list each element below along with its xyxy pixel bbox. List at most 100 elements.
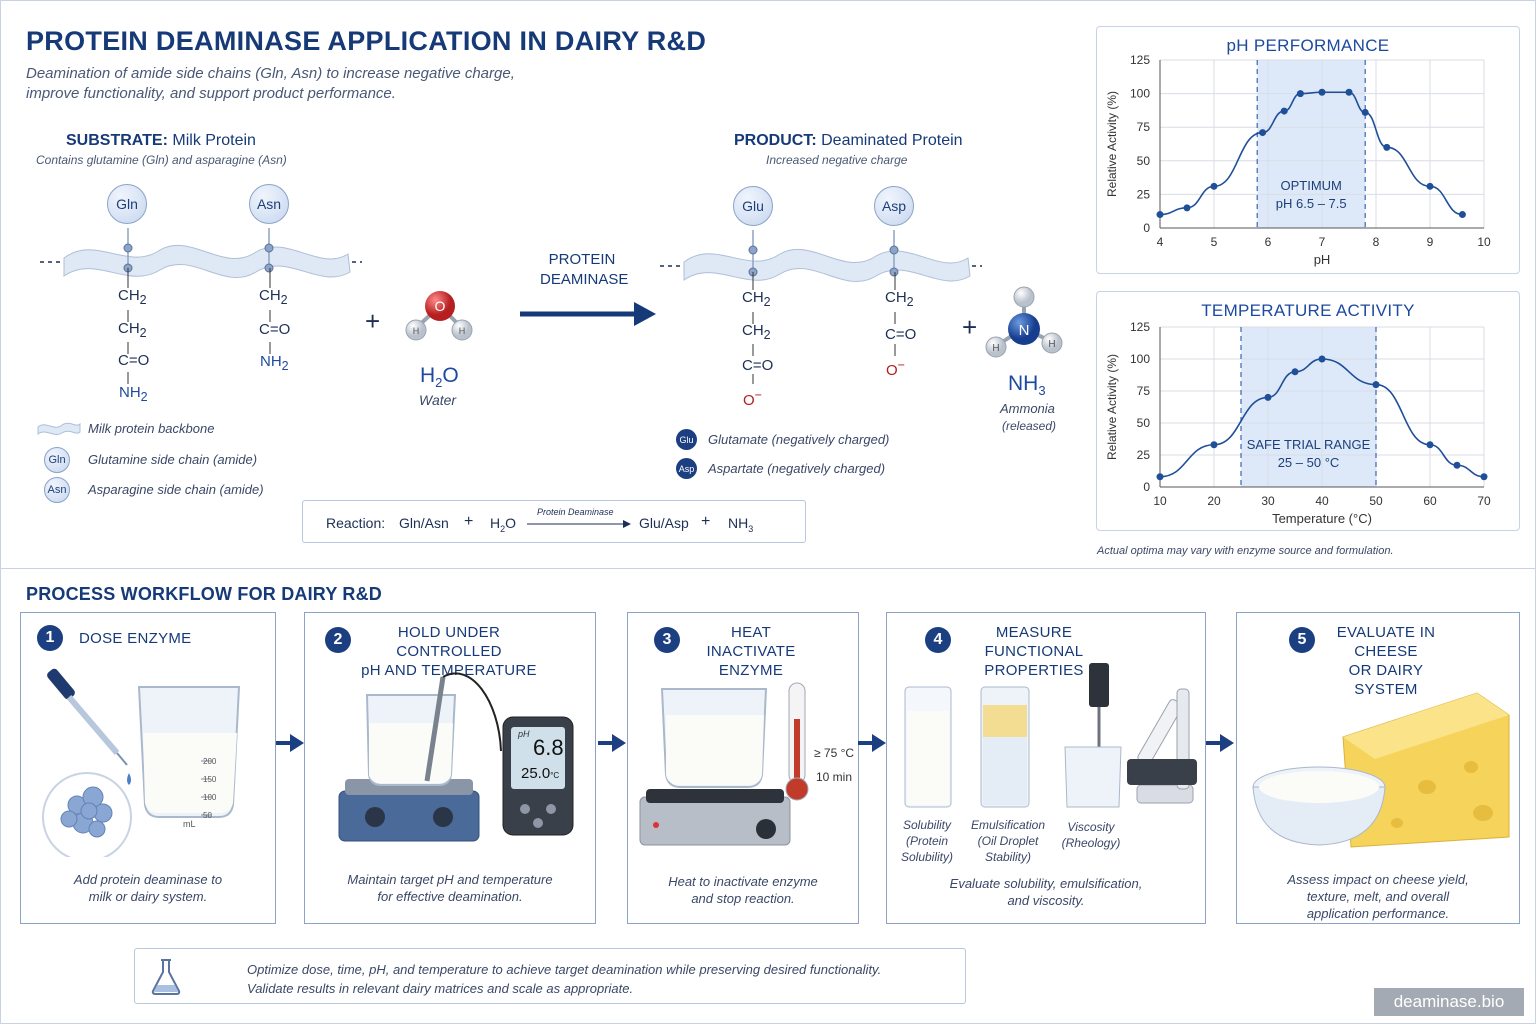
ph-xtick-1: 5 xyxy=(1211,235,1218,249)
ph-xtick-0: 4 xyxy=(1157,235,1164,249)
note-line-1: Optimize dose, time, pH, and temperature… xyxy=(247,962,882,977)
beaker-graduations: 200 150 100 50 xyxy=(203,753,216,825)
temp-point-5 xyxy=(1372,381,1380,389)
ph-chart-title: pH PERFORMANCE xyxy=(1226,36,1390,55)
meter-ph-label: pH xyxy=(518,729,530,739)
product-note: Increased negative charge xyxy=(766,153,908,167)
ammonia-name: Ammonia xyxy=(1000,401,1055,416)
asn-amide-sub: 2 xyxy=(281,359,289,373)
legend-asn: Asparagine side chain (amide) xyxy=(88,482,264,497)
temp-point-6 xyxy=(1426,441,1434,449)
reaction-products: Glu/Asp xyxy=(639,515,689,531)
temp-ytick-5: 125 xyxy=(1130,320,1150,334)
ph-point-10 xyxy=(1426,182,1434,190)
reaction-water: H2O xyxy=(490,515,516,534)
watermark: deaminase.bio xyxy=(1374,988,1524,1016)
step-4-title-line-2: PROPERTIES xyxy=(984,662,1084,679)
step-2-title-line-1: HOLD UNDER CONTROLLED xyxy=(396,624,502,660)
temp-xtick-2: 30 xyxy=(1261,494,1275,508)
section-divider xyxy=(0,568,1536,569)
substrate-name: Milk Protein xyxy=(172,132,256,149)
ph-ytick-1: 25 xyxy=(1137,187,1151,201)
subtitle-line-2: improve functionality, and support produ… xyxy=(26,85,396,102)
backbone-legend-icon xyxy=(37,422,81,435)
reaction-equation-box: Reaction: Gln/Asn + H2O Protein Deaminas… xyxy=(302,500,806,543)
enzyme-label-line-1: PROTEIN xyxy=(548,251,616,268)
asn-amide: NH2 xyxy=(260,353,289,373)
water-o-atom: O xyxy=(435,298,446,314)
step-3-description: Heat to inactivate enzyme and stop react… xyxy=(628,873,858,907)
page-title: PROTEIN DEAMINASE APPLICATION IN DAIRY R… xyxy=(26,26,707,56)
measurement-instruments-icon xyxy=(904,663,1197,808)
asn-residue: Asn xyxy=(249,184,289,224)
ammonia-h-atom-2: H xyxy=(1048,339,1055,350)
substrate-heading: SUBSTRATE: Milk Protein xyxy=(66,132,256,150)
enzyme-label-line-2: DEAMINASE xyxy=(540,271,629,288)
water-formula-o: O xyxy=(442,364,459,387)
ph-ytick-5: 125 xyxy=(1130,53,1150,67)
ph-point-5 xyxy=(1296,90,1304,98)
dropper-beaker-icon xyxy=(42,668,241,857)
asn-ch2: CH2 xyxy=(259,287,288,307)
ph-point-4 xyxy=(1280,107,1288,115)
legend-glu: Glutamate (negatively charged) xyxy=(708,432,890,447)
ph-ylabel: Relative Activity (%) xyxy=(1105,91,1119,197)
glu-ch2-a-sub: 2 xyxy=(763,295,771,309)
ammonia-formula: NH3 xyxy=(1008,372,1046,398)
step-5-description: Assess impact on cheese yield, texture, … xyxy=(1237,871,1519,922)
workflow-title: PROCESS WORKFLOW FOR DAIRY R&D xyxy=(26,584,382,604)
glu-carbonyl: C=O xyxy=(742,357,774,374)
chart-footnote: Actual optima may vary with enzyme sourc… xyxy=(1097,545,1394,557)
reaction-arrow-icon xyxy=(520,302,656,326)
step-2-title-line-2: pH AND TEMPERATURE xyxy=(361,662,537,679)
step-5-desc-line-1: Assess impact on cheese yield, xyxy=(1287,872,1469,887)
product-heading: PRODUCT: Deaminated Protein xyxy=(734,132,963,150)
temp-band-label-1: SAFE TRIAL RANGE xyxy=(1247,437,1371,452)
step-4-number: 4 xyxy=(925,627,951,653)
gln-ch2-b-text: CH xyxy=(118,320,140,337)
step-4-title-line-1: MEASURE FUNCTIONAL xyxy=(984,624,1084,660)
solubility-line-2: (Protein xyxy=(905,834,949,848)
beaker-unit: mL xyxy=(183,819,196,829)
solubility-line-3: Solubility) xyxy=(900,850,954,864)
legend-backbone: Milk protein backbone xyxy=(88,421,215,436)
ammonia-n-atom: N xyxy=(1019,322,1030,339)
step-1-desc-line-1: Add protein deaminase to xyxy=(73,872,223,887)
reaction-water-h: H xyxy=(490,515,501,531)
workflow-step-5: 5 EVALUATE IN CHEESE OR DAIRY SYSTEM Ass… xyxy=(1236,612,1520,924)
reaction-nh3-text: NH xyxy=(728,515,749,531)
step-2-title: HOLD UNDER CONTROLLED pH AND TEMPERATURE xyxy=(359,623,539,680)
workflow-step-4: 4 MEASURE FUNCTIONAL PROPERTIES Solubili… xyxy=(886,612,1206,924)
reaction-label: Reaction: xyxy=(326,515,386,531)
step-5-number: 5 xyxy=(1289,627,1315,653)
ph-point-11 xyxy=(1458,211,1466,219)
plus-sign-1: + xyxy=(365,306,381,336)
substrate-label: SUBSTRATE: xyxy=(66,132,168,149)
product-side-chain-bonds xyxy=(752,272,896,384)
workflow-arrow-1 xyxy=(276,734,304,752)
ph-point-6 xyxy=(1318,88,1326,96)
enzyme-label: PROTEIN DEAMINASE xyxy=(540,250,629,290)
gln-amide: NH2 xyxy=(119,384,148,404)
ph-xtick-6: 10 xyxy=(1477,235,1491,249)
ph-ytick-3: 75 xyxy=(1137,120,1151,134)
viscosity-line-2: (Rheology) xyxy=(1061,836,1121,850)
reaction-nh3-sub: 3 xyxy=(748,523,754,534)
temp-ytick-4: 100 xyxy=(1130,352,1150,366)
step-1-description: Add protein deaminase to milk or dairy s… xyxy=(21,871,275,905)
meter-temp-readout: 25.0°C xyxy=(521,765,559,782)
reaction-water-sub: 2 xyxy=(500,523,506,534)
asn-ch2-sub: 2 xyxy=(280,293,288,307)
temp-ylabel: Relative Activity (%) xyxy=(1105,354,1119,460)
solubility-label: Solubility (Protein Solubility) xyxy=(895,817,959,865)
ph-xtick-4: 8 xyxy=(1373,235,1380,249)
temp-point-1 xyxy=(1210,441,1218,449)
ph-band-label-2: pH 6.5 – 7.5 xyxy=(1276,196,1347,211)
ph-ytick-0: 0 xyxy=(1143,221,1150,235)
glu-residue: Glu xyxy=(733,186,773,226)
temp-xtick-0: 10 xyxy=(1153,494,1167,508)
water-formula: H2O xyxy=(420,364,459,390)
asn-amide-text: NH xyxy=(260,353,282,370)
asn-ch2-text: CH xyxy=(259,287,281,304)
